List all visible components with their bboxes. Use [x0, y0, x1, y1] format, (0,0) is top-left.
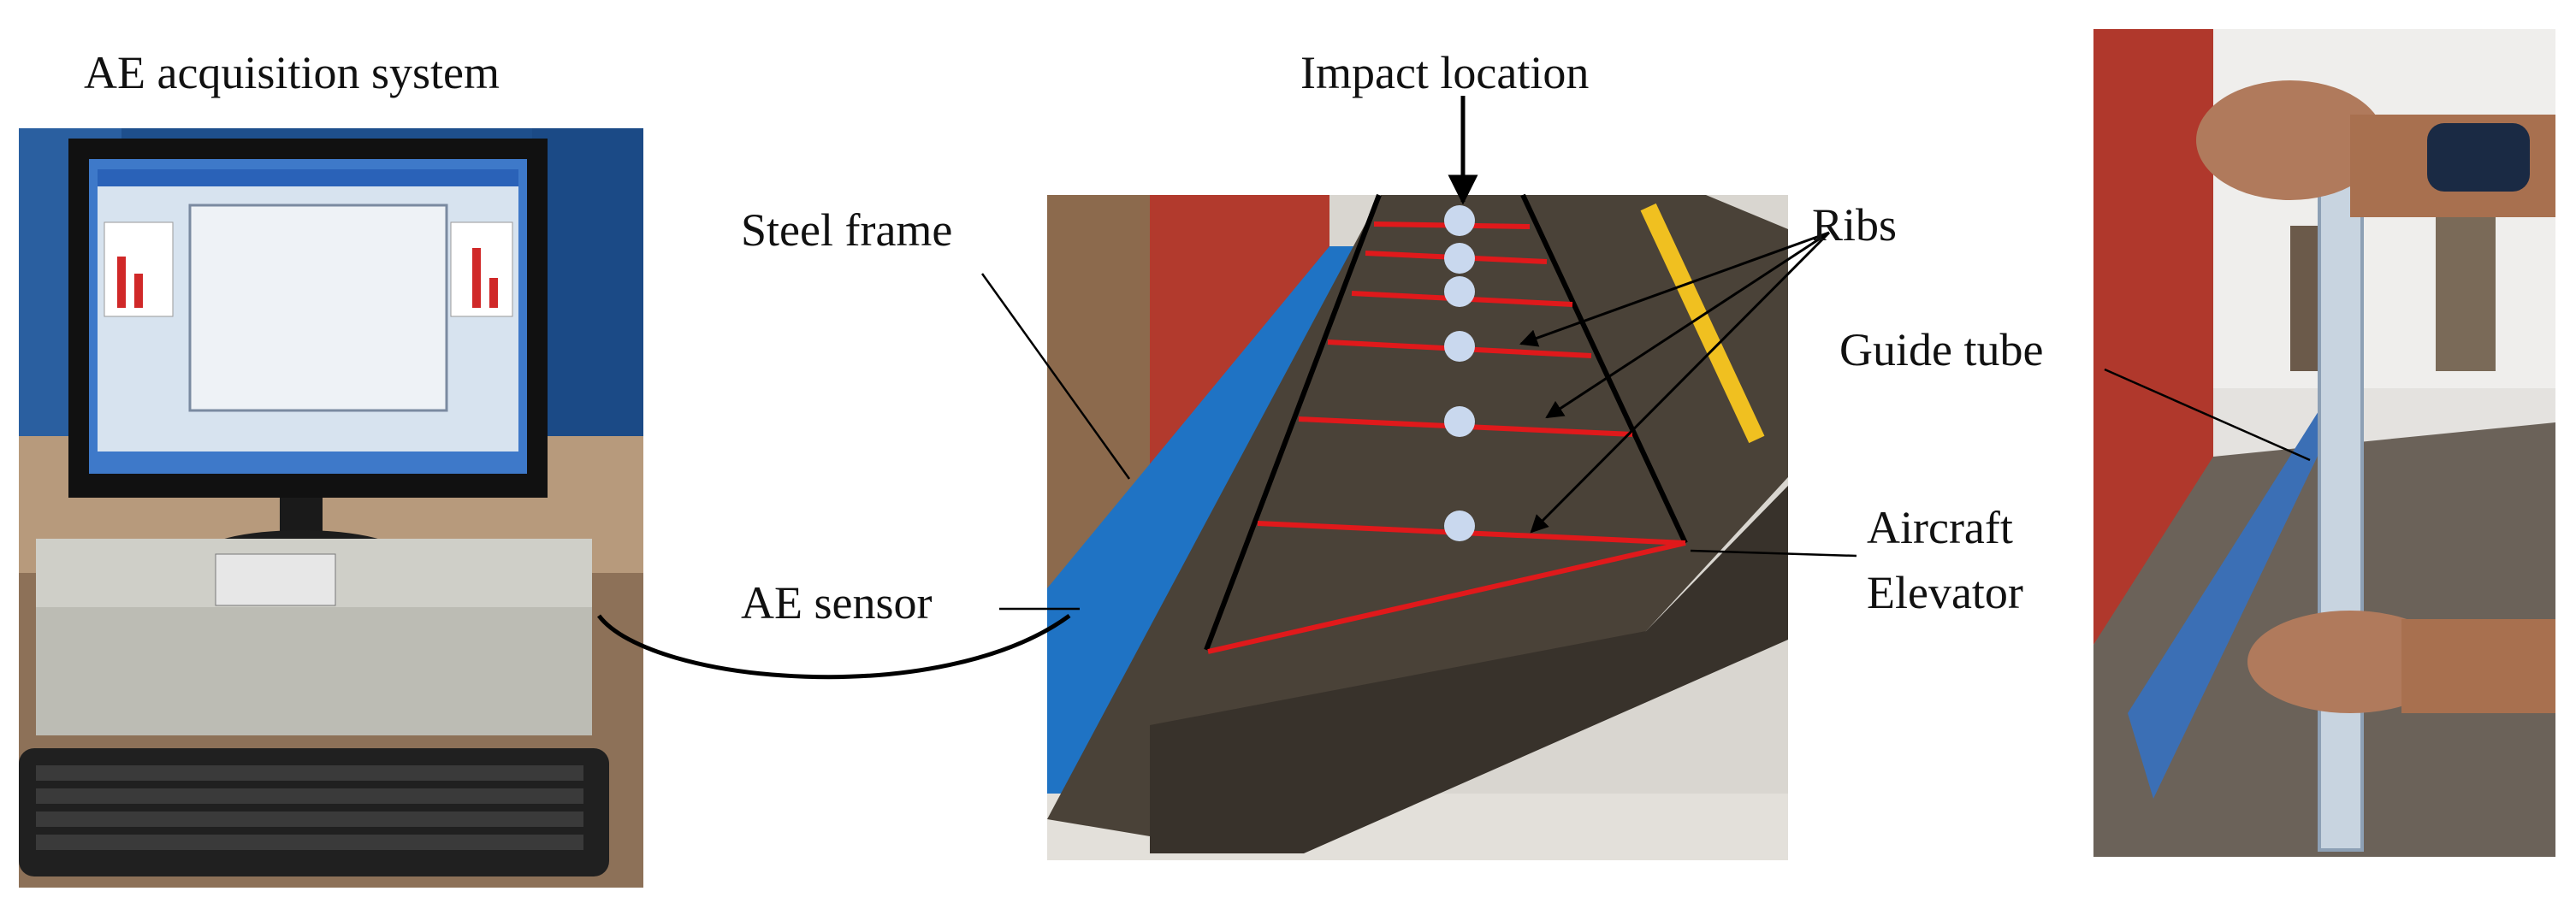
steel-frame-leader	[980, 273, 1131, 480]
ae-sensor-label: AE sensor	[741, 577, 933, 629]
steel-frame-label: Steel frame	[741, 204, 953, 256]
aircraft-label: Aircraft	[1867, 502, 2013, 553]
acquisition-system-label: AE acquisition system	[84, 47, 500, 98]
impact-point	[1444, 205, 1475, 236]
impact-location-label: Impact location	[1300, 47, 1590, 98]
impact-point	[1444, 331, 1475, 362]
guide-tube-label: Guide tube	[1839, 324, 2044, 375]
ribs-arrow	[1545, 231, 1830, 419]
elevator-outline-right	[1520, 193, 1688, 545]
impact-point	[1444, 511, 1475, 541]
guide-tube-photo	[2093, 29, 2555, 857]
impact-point	[1444, 243, 1475, 274]
acquisition-system-photo	[19, 128, 643, 888]
ae-sensor-cable	[597, 613, 1071, 680]
rib-line	[1207, 540, 1686, 654]
impact-point	[1444, 406, 1475, 437]
impact-point	[1444, 276, 1475, 307]
impact-points	[1444, 205, 1475, 541]
elevator-outline	[1204, 193, 1382, 652]
ribs-arrow	[1530, 231, 1831, 534]
elevator-photo	[1047, 195, 1788, 860]
ribs-arrows	[1519, 231, 1831, 534]
ribs-arrow	[1519, 231, 1830, 347]
aircraft-elevator-leader	[1690, 549, 1857, 558]
guide-tube-leader	[2104, 368, 2311, 462]
elevator-label: Elevator	[1867, 567, 2023, 618]
ribs-label: Ribs	[1812, 199, 1898, 251]
